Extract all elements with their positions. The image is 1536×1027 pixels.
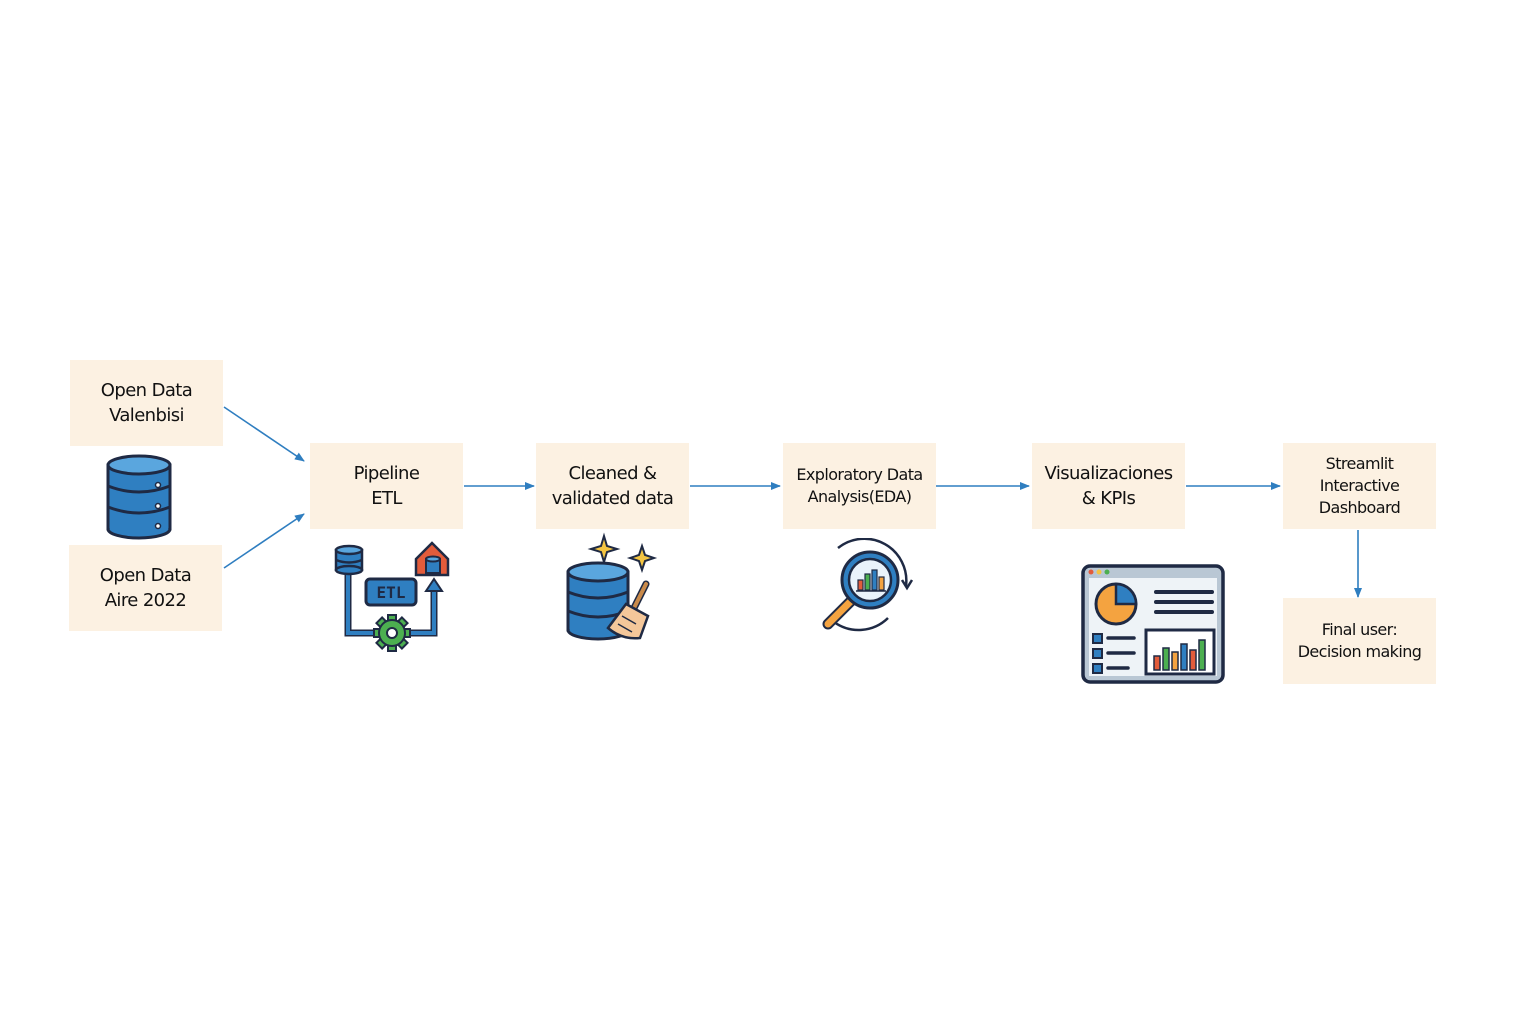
node-label-line: ETL xyxy=(371,488,402,509)
clean-database-icon xyxy=(566,532,658,641)
node-label-line: Open Data xyxy=(100,380,193,401)
node-label-line: Interactive xyxy=(1319,476,1400,495)
node-open-data-valenbisi: Open Data Valenbisi xyxy=(70,360,223,446)
etl-pipeline-icon: ETL xyxy=(334,541,450,652)
node-label-line: & KPIs xyxy=(1081,488,1136,509)
node-exploratory-data-analysis: Exploratory Data Analysis(EDA) xyxy=(783,443,936,529)
node-label-line: Cleaned & xyxy=(568,463,658,484)
magnifier-chart-icon xyxy=(822,538,914,632)
node-label-line: Exploratory Data xyxy=(796,465,923,484)
node-open-data-aire: Open Data Aire 2022 xyxy=(69,545,222,631)
dashboard-screen-icon xyxy=(1081,564,1225,684)
node-label-line: Open Data xyxy=(99,565,192,586)
node-label-line: Decision making xyxy=(1297,642,1422,661)
node-label-line: Visualizaciones xyxy=(1044,463,1174,484)
arrow-valenbisi-to-etl xyxy=(223,406,305,462)
node-label-line: Pipeline xyxy=(353,463,420,484)
node-visualizaciones-kpis: Visualizaciones & KPIs xyxy=(1032,443,1185,529)
node-label-line: Final user: xyxy=(1321,620,1398,639)
etl-icon-label: ETL xyxy=(377,583,406,602)
node-streamlit-dashboard: Streamlit Interactive Dashboard xyxy=(1283,443,1436,529)
arrow-aire-to-etl xyxy=(223,513,305,569)
database-icon xyxy=(106,454,172,540)
node-label-line: Aire 2022 xyxy=(104,590,187,611)
node-pipeline-etl: Pipeline ETL xyxy=(310,443,463,529)
node-label-line: Analysis(EDA) xyxy=(807,487,912,506)
node-label-line: validated data xyxy=(551,488,674,509)
node-label-line: Dashboard xyxy=(1318,498,1401,517)
node-label-line: Streamlit xyxy=(1325,454,1394,473)
node-label-line: Valenbisi xyxy=(109,405,184,426)
node-cleaned-data: Cleaned & validated data xyxy=(536,443,689,529)
node-final-user: Final user: Decision making xyxy=(1283,598,1436,684)
